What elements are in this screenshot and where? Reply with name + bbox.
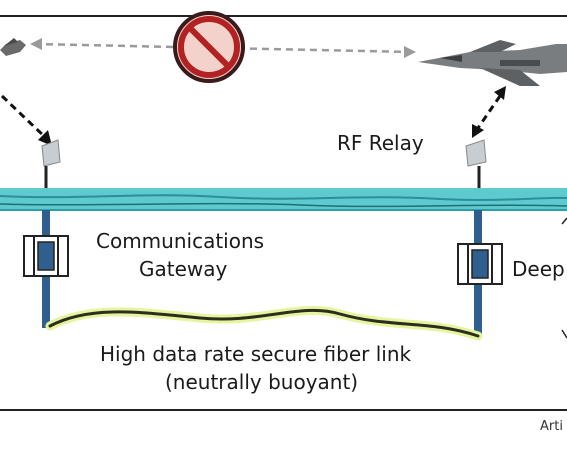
communications-gateway-label-line2: Gateway: [139, 257, 228, 281]
left-relay-link-arrow: [0, 94, 52, 146]
right-buoy-gateway-icon: [457, 243, 503, 285]
left-aircraft-icon: [0, 38, 26, 56]
rf-relay-label: RF Relay: [337, 131, 424, 155]
jet-aircraft-icon: [418, 40, 567, 86]
deep-label-fragment: Deep: [512, 257, 565, 281]
water-surface: [0, 188, 567, 211]
fiber-link-label-line2: (neutrally buoyant): [165, 370, 359, 394]
aircraft-link-arrow: [30, 38, 416, 58]
credit-text-fragment: Arti: [540, 419, 563, 434]
communications-gateway-label-line1: Communications: [96, 229, 265, 253]
right-relay-link-arrow: [472, 86, 506, 138]
left-buoy-gateway-icon: [23, 235, 69, 277]
left-rf-relay-antenna-icon: [41, 139, 61, 190]
prohibited-icon: [173, 11, 245, 83]
right-edge-arrow-fragments: [561, 217, 567, 339]
right-rf-relay-antenna-icon: [465, 139, 487, 190]
fiber-link-label-line1: High data rate secure fiber link: [100, 342, 412, 366]
fiber-link-cable: [45, 305, 483, 341]
